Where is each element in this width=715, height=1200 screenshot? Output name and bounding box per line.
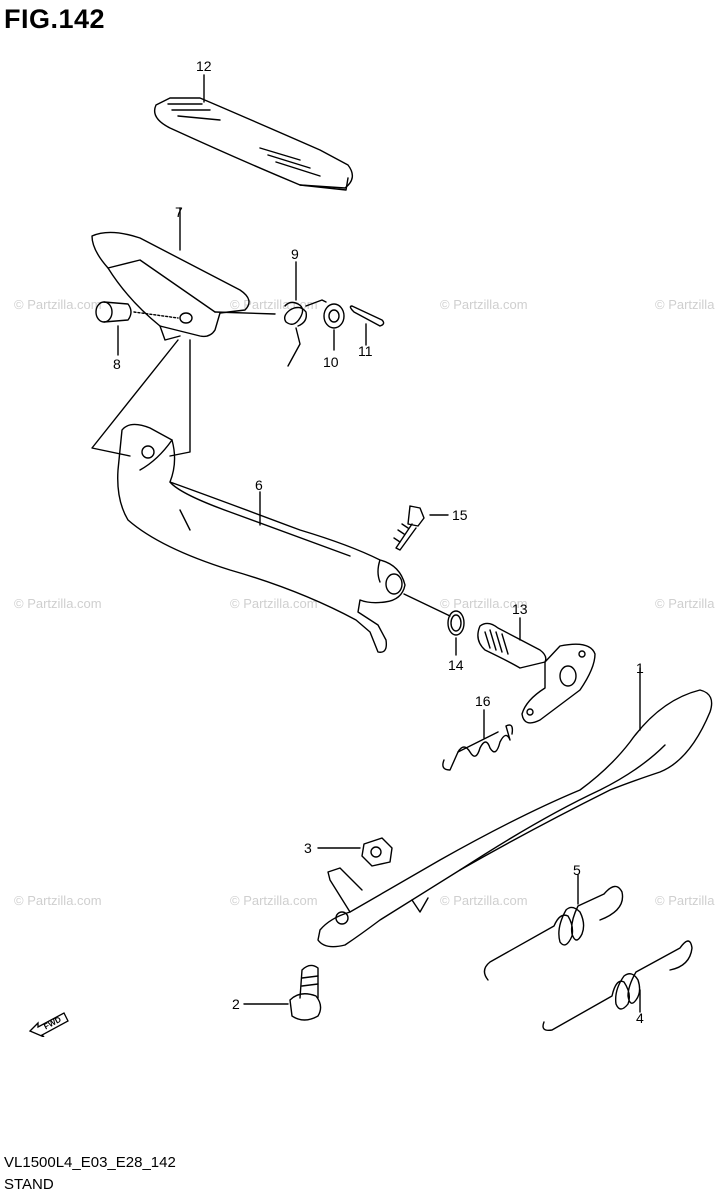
callout-11: 11	[358, 343, 373, 359]
callout-1: 1	[636, 660, 644, 676]
callout-9: 9	[291, 246, 299, 262]
callout-12: 12	[196, 58, 212, 74]
figure-code: VL1500L4_E03_E28_142	[4, 1154, 176, 1171]
watermark: © Partzilla.com	[230, 596, 318, 611]
watermark: © Partzilla.com	[655, 297, 715, 312]
watermark: © Partzilla.com	[440, 893, 528, 908]
part-9-spring	[283, 261, 327, 367]
part-8-pin	[95, 301, 179, 356]
part-12-footrest-rubber	[153, 74, 353, 191]
part-5-spring	[483, 874, 624, 981]
callout-6: 6	[255, 477, 263, 493]
callout-14: 14	[448, 657, 464, 673]
figure-name: STAND	[4, 1176, 54, 1193]
callout-8: 8	[113, 356, 121, 372]
part-13-shaft	[477, 617, 596, 724]
watermark: © Partzilla.com	[14, 297, 102, 312]
callout-2: 2	[232, 996, 240, 1012]
callout-15: 15	[452, 507, 468, 523]
part-14-circlip	[447, 610, 465, 656]
callout-3: 3	[304, 840, 312, 856]
part-2-bolt	[243, 964, 322, 1021]
watermark: © Partzilla.com	[14, 893, 102, 908]
part-4-spring	[542, 940, 693, 1032]
callout-4: 4	[636, 1010, 644, 1026]
watermark: © Partzilla.com	[14, 596, 102, 611]
watermark: © Partzilla.com	[655, 893, 715, 908]
part-7-footrest	[91, 207, 276, 341]
part-15-bolt	[393, 505, 449, 551]
callout-7: 7	[175, 204, 183, 220]
part-3-nut	[317, 837, 393, 867]
callout-10: 10	[323, 354, 339, 370]
part-11-cotter-pin	[349, 305, 385, 346]
part-1-side-stand	[317, 667, 713, 948]
part-6-footrest-bracket	[117, 423, 406, 653]
callout-16: 16	[475, 693, 491, 709]
part-16-spring	[442, 709, 514, 771]
watermark: © Partzilla.com	[440, 596, 528, 611]
watermark: © Partzilla.com	[440, 297, 528, 312]
forward-arrow-icon: FWD	[28, 1012, 69, 1037]
callout-13: 13	[512, 601, 528, 617]
watermark: © Partzilla.com	[655, 596, 715, 611]
watermark: © Partzilla.com	[230, 893, 318, 908]
callout-5: 5	[573, 862, 581, 878]
part-10-washer	[323, 303, 345, 351]
figure-title: FIG.142	[4, 4, 106, 34]
